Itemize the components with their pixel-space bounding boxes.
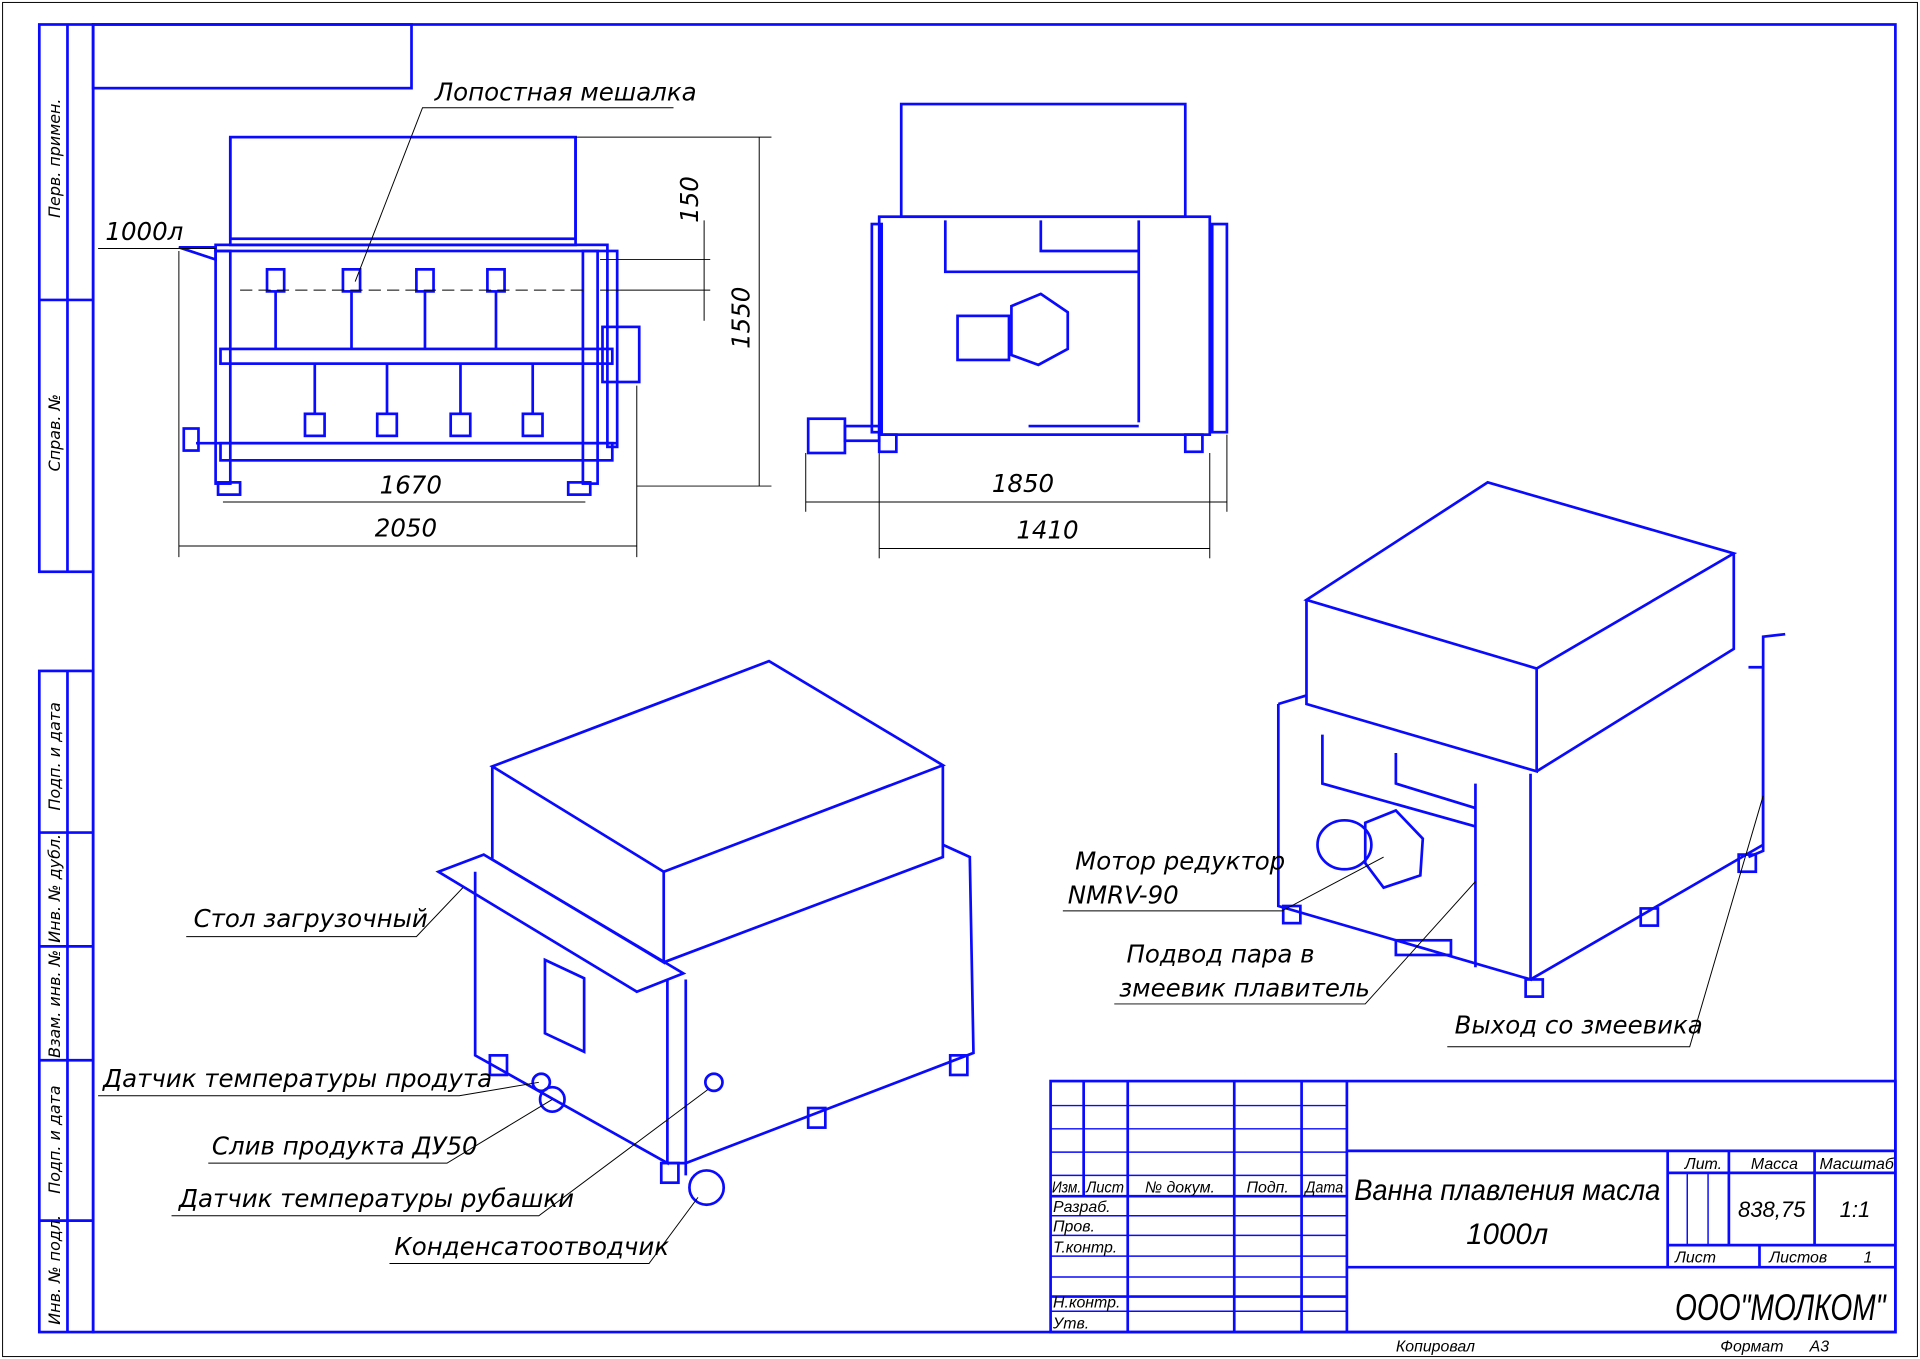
callout-loading-table: Стол загрузочный: [194, 904, 428, 933]
hdr-data: Дата: [1303, 1179, 1343, 1196]
side-stamp: Перв. примен. Справ. № Подп. и дата Инв.…: [37, 23, 95, 1334]
volume-label: 1000л: [105, 217, 183, 246]
sheets-value: 1: [1864, 1249, 1873, 1266]
stamp-inv-dubl: Инв. № дубл.: [45, 834, 64, 943]
front-view: Лопостная мешалка 1000л 150 1550 1670 20…: [98, 77, 772, 558]
dim-150: 150: [675, 176, 704, 223]
callout-steam-inlet-line1: Подвод пара в: [1127, 939, 1315, 968]
copied-label: Копировал: [1396, 1339, 1475, 1356]
scale-value: 1:1: [1840, 1197, 1871, 1222]
hdr-doc-no: № докум.: [1145, 1179, 1215, 1196]
callout-motor-line1: Мотор редуктор: [1075, 846, 1285, 875]
sheets-label: Листов: [1768, 1249, 1827, 1266]
role-prov: Пров.: [1053, 1219, 1095, 1236]
callout-product-drain: Слив продукта ДУ50: [212, 1132, 478, 1161]
lit-label: Лит.: [1684, 1156, 1722, 1173]
agitator-blades: [265, 268, 544, 438]
dim-1670: 1670: [380, 470, 442, 499]
drawing-title-line2: 1000л: [1466, 1218, 1548, 1251]
callout-product-temp-sensor: Датчик температуры продута: [102, 1064, 492, 1093]
dim-1850: 1850: [992, 469, 1054, 498]
role-nkontr: Н.контр.: [1053, 1295, 1120, 1312]
callout-coil-outlet: Выход со змеевика: [1455, 1010, 1703, 1039]
dim-1550: 1550: [726, 287, 755, 349]
stamp-podp-data-2: Подп. и дата: [45, 1085, 64, 1193]
mass-label: Масса: [1751, 1156, 1798, 1173]
hdr-list: Лист: [1085, 1179, 1124, 1196]
callout-motor-line2: NMRV-90: [1068, 881, 1179, 910]
iso-view-left: Стол загрузочный Датчик температуры прод…: [98, 659, 975, 1264]
role-utv: Утв.: [1052, 1315, 1089, 1332]
callout-jacket-temp-sensor: Датчик температуры рубашки: [178, 1184, 574, 1213]
callout-agitator: Лопостная мешалка: [434, 77, 697, 106]
sheet-label: Лист: [1674, 1249, 1716, 1266]
drawing-title-line1: Ванна плавления масла: [1354, 1174, 1660, 1207]
top-left-box: [91, 23, 413, 90]
stamp-vzam-inv: Взам. инв. №: [45, 950, 64, 1058]
company-name: ООО"МОЛКОМ": [1675, 1287, 1887, 1328]
dim-2050: 2050: [375, 513, 437, 542]
format-label: Формат: [1720, 1339, 1783, 1356]
title-block: Изм. Лист № докум. Подп. Дата Разраб. Пр…: [1049, 1079, 1897, 1356]
hdr-podp: Подп.: [1246, 1179, 1288, 1196]
role-razrab: Разраб.: [1053, 1199, 1111, 1216]
stamp-podp-data-1: Подп. и дата: [45, 702, 64, 810]
mass-value: 838,75: [1738, 1197, 1806, 1222]
format-value: А3: [1809, 1339, 1830, 1356]
stamp-inv-podl: Инв. № подл.: [45, 1215, 64, 1325]
dim-1410: 1410: [1016, 516, 1078, 545]
stamp-perv-primen: Перв. примен.: [45, 99, 64, 218]
role-tkontr: Т.контр.: [1053, 1239, 1117, 1256]
callout-condensate-trap: Конденсатоотводчик: [394, 1232, 669, 1261]
callout-steam-inlet-line2: змеевик плавитель: [1119, 974, 1370, 1003]
iso-view-right: Мотор редуктор NMRV-90 Подвод пара в зме…: [1062, 480, 1786, 1048]
hdr-izm: Изм.: [1052, 1179, 1081, 1196]
side-view: 1850 1410: [805, 102, 1229, 559]
scale-label: Масштаб: [1819, 1156, 1894, 1173]
stamp-sprav-no: Справ. №: [45, 394, 64, 471]
